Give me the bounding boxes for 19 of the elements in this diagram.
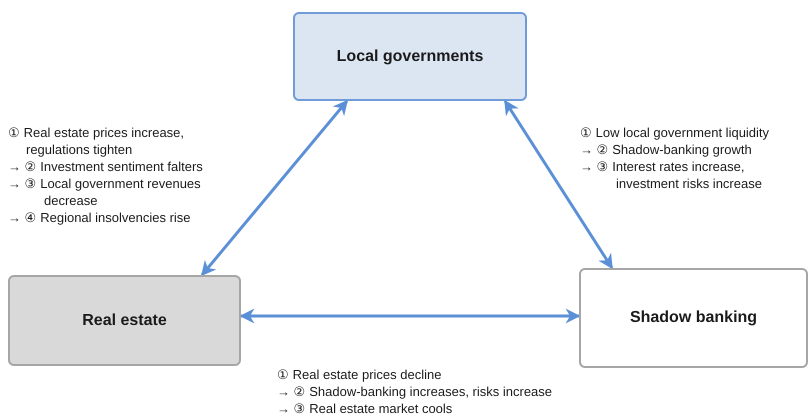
effect-note: → ② Shadow-banking increases, risks increase: [277, 383, 554, 400]
entity-box: [293, 12, 527, 101]
entity-box: [8, 275, 241, 366]
effect-note: → ② Investment sentiment falters: [8, 158, 204, 175]
entity-box: [579, 268, 808, 368]
effect-note: ① Real estate prices decline: [277, 366, 442, 383]
double-arrow: [504, 100, 614, 270]
effect-note: ① Low local government liquidity: [580, 124, 770, 141]
effect-note: ① Real estate prices increase, regulations tighten: [8, 124, 186, 158]
node-title: Local governments: [336, 46, 484, 66]
effect-note: → ② Shadow-banking growth: [580, 141, 753, 158]
node-title: Real estate: [82, 310, 167, 330]
effect-note: → ④ Regional insolvencies rise: [8, 209, 192, 226]
double-arrow: [200, 100, 348, 276]
effect-note: → ③ Real estate market cools: [277, 400, 454, 417]
effect-note: → ③ Local government revenues decrease: [8, 175, 202, 209]
double-arrow: [240, 308, 580, 324]
effect-note: → ③ Interest rates increase, investment risks increase: [580, 158, 763, 192]
node-title: Shadow banking: [630, 308, 758, 328]
